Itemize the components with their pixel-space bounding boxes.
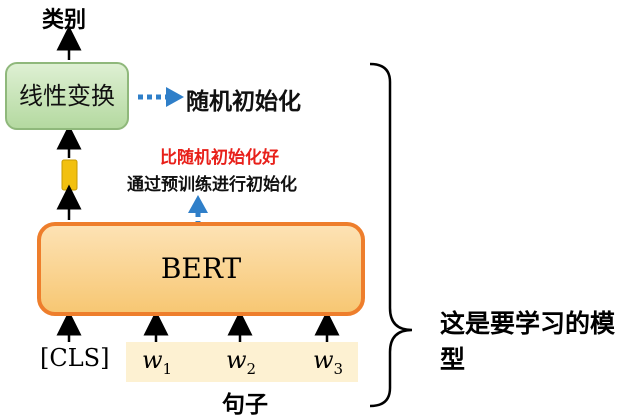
dotted-arrow-pretrain-head [188, 195, 208, 213]
cls-vector [61, 159, 78, 191]
dotted-arrow-random-init-head [166, 87, 184, 107]
cls-token: [CLS] [40, 344, 110, 372]
better-than-random-label: 比随机初始化好 [160, 148, 279, 168]
linear-transform-box [5, 62, 129, 130]
pretrain-init-label: 通过预训练进行初始化 [127, 175, 297, 195]
token-w1: w1 [142, 346, 173, 378]
output-category-label: 类别 [42, 8, 87, 33]
bert-label: BERT [160, 252, 242, 285]
sentence-background [126, 342, 358, 382]
random-init-label: 随机初始化 [186, 89, 301, 115]
token-w2: w2 [226, 346, 257, 378]
linear-transform-label: 线性变换 [19, 82, 115, 110]
sentence-label: 句子 [222, 392, 268, 418]
model-to-learn-label: 这是要学习的模型 [440, 309, 616, 374]
token-w3: w3 [313, 346, 344, 378]
model-brace [369, 62, 413, 408]
bert-box [37, 222, 365, 316]
